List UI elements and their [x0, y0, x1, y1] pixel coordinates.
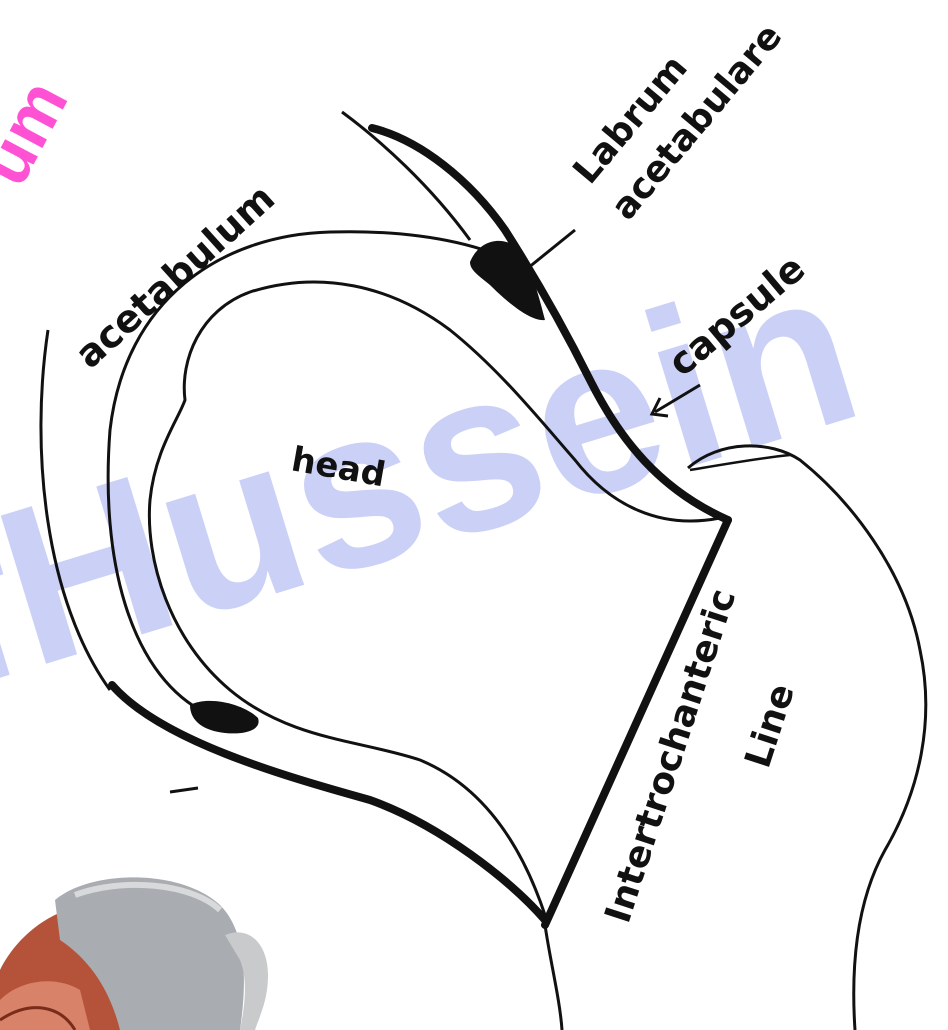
anatomy-inset-image [0, 877, 268, 1030]
capsule-upper-thin [342, 112, 470, 240]
label-acetabulum: acetabulum [67, 176, 283, 377]
watermark-corner-text: um [0, 68, 83, 197]
labrum-pointer-arrow [528, 230, 575, 268]
lower-dash [170, 788, 198, 792]
labrum-lower [190, 701, 259, 733]
label-intertrochanteric-line2: Line [738, 679, 803, 773]
femur-shaft [545, 925, 562, 1030]
